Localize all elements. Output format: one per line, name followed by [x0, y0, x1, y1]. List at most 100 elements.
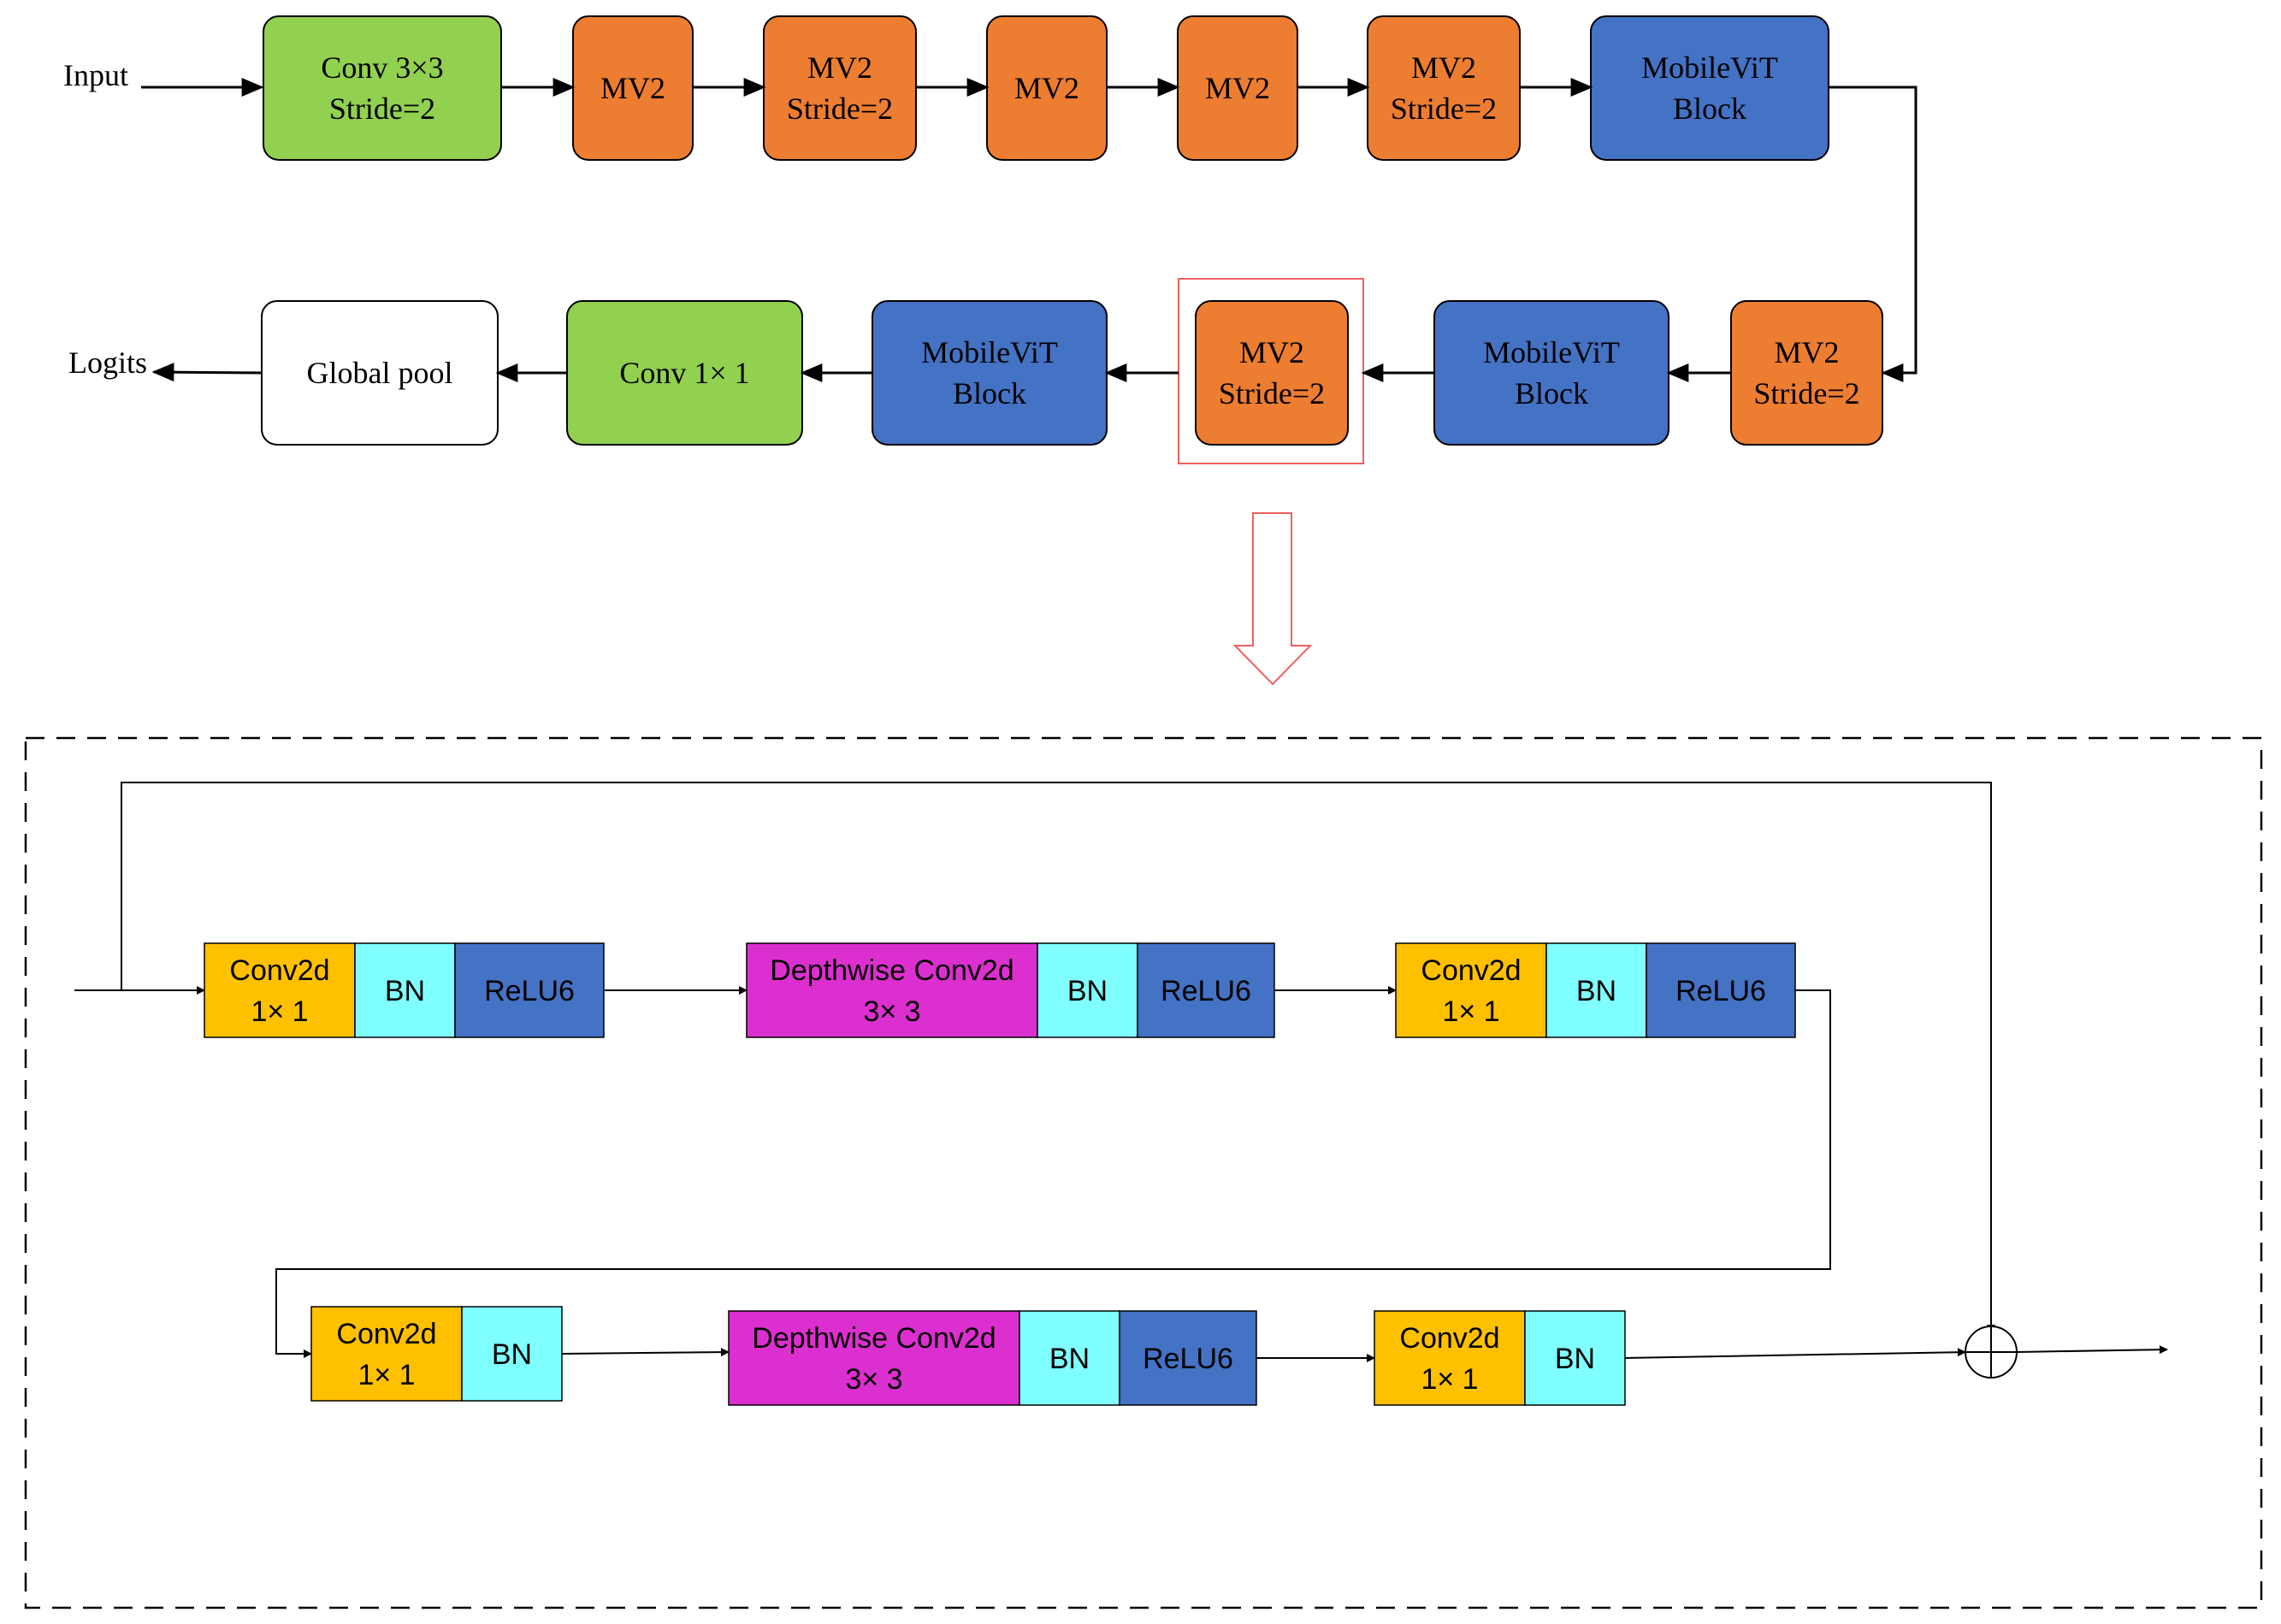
detail-dashed-frame [24, 736, 2263, 1609]
block-label-line1: Conv2d [1421, 954, 1521, 987]
top-block-row2-4: MobileViT Block [1433, 300, 1669, 446]
detail-cell [1119, 1310, 1257, 1406]
block-label-line2: 1× 1 [358, 1359, 415, 1391]
detail-cell [454, 942, 605, 1038]
block-label-line2: 3× 3 [845, 1363, 902, 1396]
block-label: Global pool [307, 356, 453, 390]
block-label: BN [1576, 975, 1616, 1007]
block-label: BN [492, 1338, 532, 1371]
detail-cell [1545, 942, 1647, 1038]
top-block-row2-1: Conv 1× 1 [566, 300, 803, 446]
arrow-d2-0 [561, 1348, 730, 1357]
detail-cell [310, 1306, 463, 1402]
detail-group-row2-0: Conv2d 1× 1 BN [310, 1306, 563, 1402]
top-block-row1-1: MV2 [572, 15, 694, 161]
detail-cell [354, 942, 456, 1038]
block-label: MV2 [600, 71, 665, 105]
block-label-line2: Block [1673, 92, 1746, 126]
detail-cell [1524, 1310, 1626, 1406]
block-label: Conv 1× 1 [619, 356, 749, 390]
block-rect [1195, 300, 1349, 446]
block-rect [872, 300, 1108, 446]
detail-group-row1-0: Conv2d 1× 1 BN ReLU6 [204, 942, 605, 1038]
add-circle-icon [1965, 1326, 2018, 1379]
block-label-line1: Conv2d [229, 954, 329, 987]
detail-cell [728, 1310, 1020, 1406]
arrow-wrap-detail [275, 989, 1831, 1358]
block-label-line2: Stride=2 [1391, 92, 1497, 126]
block-rect [263, 15, 502, 161]
block-label-line1: MV2 [807, 50, 872, 85]
detail-group-row2-1: Depthwise Conv2d 3× 3 BN ReLU6 [728, 1310, 1257, 1406]
detail-cell [1374, 1310, 1526, 1406]
block-label: MV2 [1014, 71, 1079, 105]
block-rect [1433, 300, 1669, 446]
detail-cell [1137, 942, 1275, 1038]
block-label-line1: Depthwise Conv2d [752, 1322, 996, 1355]
top-block-row1-4: MV2 [1177, 15, 1298, 161]
detail-cell [204, 942, 356, 1038]
arrow-to-add [1624, 1348, 1966, 1359]
block-label-line2: Stride=2 [1753, 376, 1859, 410]
input-label: Input [63, 58, 128, 92]
block-label-line1: MV2 [1411, 50, 1476, 85]
detail-cell [1019, 1310, 1120, 1406]
block-label-line2: 1× 1 [251, 995, 308, 1028]
block-label: BN [385, 975, 425, 1007]
block-label-line2: Block [953, 376, 1026, 410]
block-label-line1: MV2 [1774, 335, 1839, 369]
arrow-logits [151, 363, 263, 382]
block-label-line2: Stride=2 [329, 92, 435, 126]
detail-cell [746, 942, 1038, 1038]
block-label: ReLU6 [484, 975, 575, 1007]
block-label-line1: Depthwise Conv2d [770, 954, 1013, 987]
block-label: BN [1555, 1343, 1595, 1375]
block-label-line1: MobileViT [1483, 335, 1620, 369]
block-rect [1367, 15, 1521, 161]
block-label: BN [1049, 1343, 1090, 1375]
expand-arrow-icon [1232, 512, 1313, 686]
block-label-line1: Conv2d [1399, 1322, 1499, 1355]
block-label-line2: Stride=2 [1219, 376, 1325, 410]
block-label-line2: 1× 1 [1442, 995, 1499, 1028]
block-label-line1: Conv2d [336, 1318, 436, 1350]
top-block-row1-3: MV2 [986, 15, 1108, 161]
top-block-row2-0: Global pool [261, 300, 499, 446]
block-label-line2: Stride=2 [787, 92, 893, 126]
block-rect [763, 15, 917, 161]
block-label: BN [1067, 975, 1108, 1007]
block-label-line2: 1× 1 [1421, 1363, 1478, 1396]
block-label-line1: MobileViT [921, 335, 1058, 369]
block-label-line2: Block [1515, 376, 1588, 410]
block-label: ReLU6 [1161, 975, 1251, 1007]
block-label-line2: 3× 3 [863, 995, 920, 1028]
detail-cell [1395, 942, 1547, 1038]
connector-lines [74, 78, 2168, 1379]
arrow-residual [121, 782, 1995, 1333]
detail-group-row1-2: Conv2d 1× 1 BN ReLU6 [1395, 942, 1796, 1038]
detail-group-row2-2: Conv2d 1× 1 BN [1374, 1310, 1626, 1406]
block-label: MV2 [1205, 71, 1270, 105]
block-label-line1: Conv 3×3 [321, 50, 443, 85]
block-label: ReLU6 [1143, 1343, 1233, 1375]
detail-group-row1-1: Depthwise Conv2d 3× 3 BN ReLU6 [746, 942, 1275, 1038]
detail-cell [1037, 942, 1138, 1038]
arrow-detail-out [2016, 1345, 2168, 1355]
top-block-row2-2: MobileViT Block [872, 300, 1108, 446]
block-rect [1590, 15, 1829, 161]
detail-cell [1646, 942, 1796, 1038]
arrow-wrap-right [1829, 86, 1918, 382]
block-rect [1730, 300, 1883, 446]
detail-cell [461, 1306, 563, 1402]
block-label: ReLU6 [1675, 975, 1766, 1007]
logits-label: Logits [68, 345, 147, 380]
